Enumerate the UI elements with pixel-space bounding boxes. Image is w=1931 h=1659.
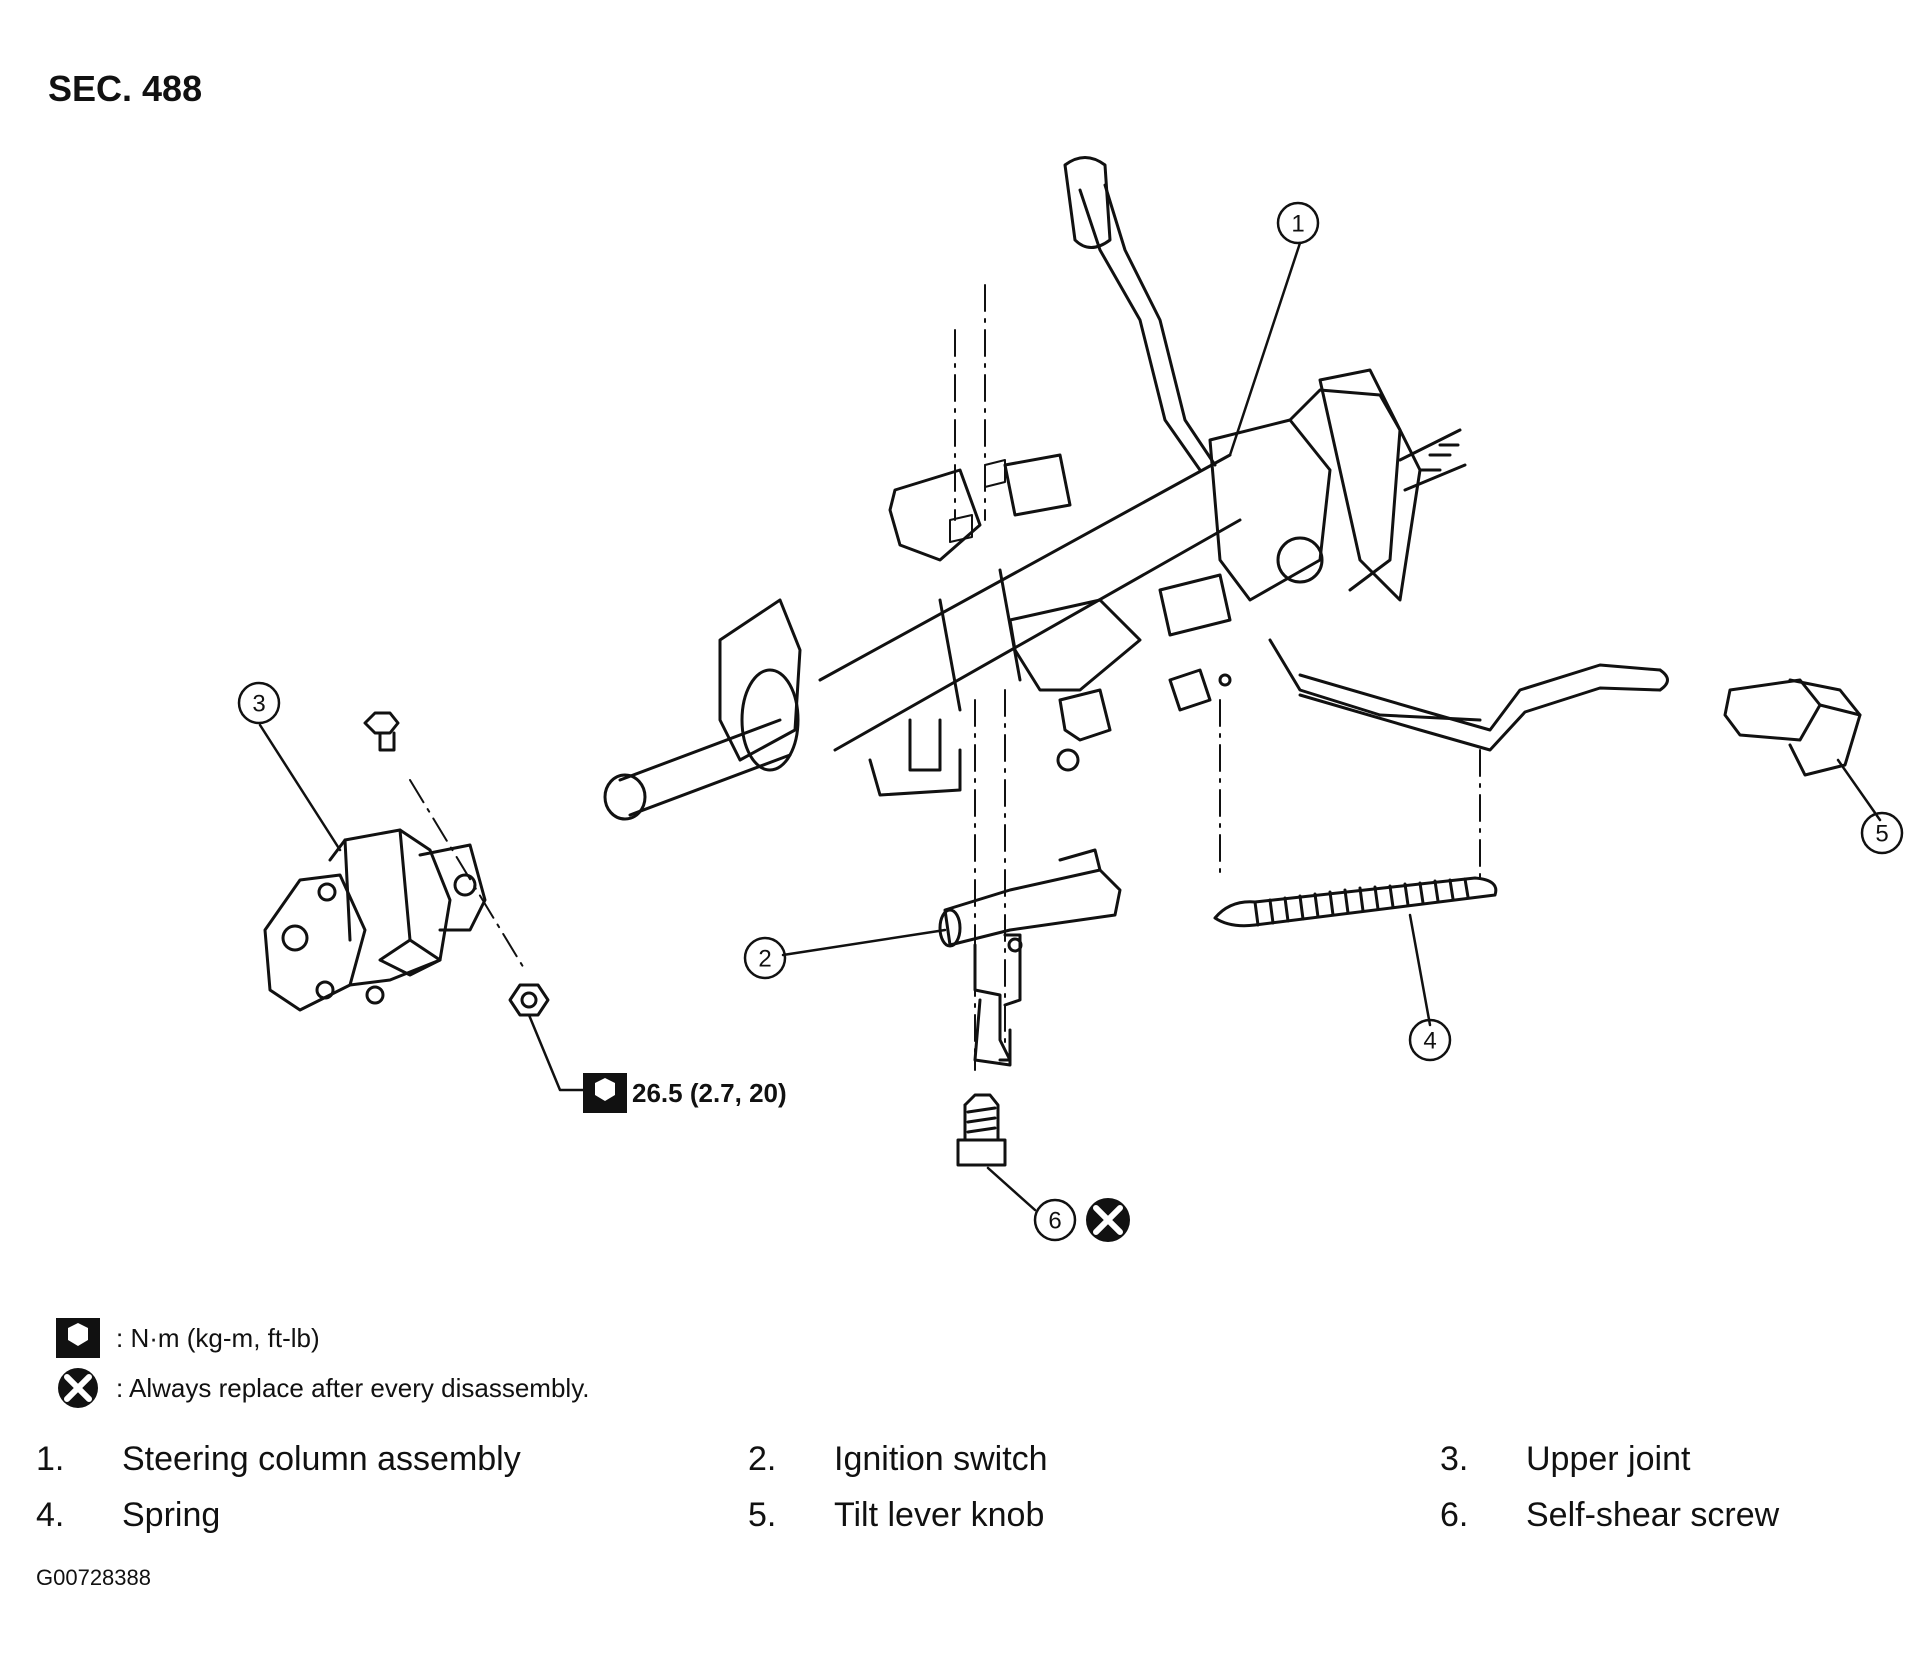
- legend-replace-text: : Always replace after every disassembly…: [116, 1372, 590, 1403]
- part-2: 2. Ignition switch: [748, 1440, 1048, 1479]
- part-2-number: 2.: [748, 1440, 777, 1478]
- part-5-name: Tilt lever knob: [834, 1496, 1045, 1534]
- part-6-name: Self-shear screw: [1526, 1496, 1780, 1534]
- joint-nut: [508, 983, 550, 1017]
- part-3-name: Upper joint: [1526, 1440, 1691, 1478]
- ignition-switch: [938, 848, 1122, 1067]
- part-1-name: Steering column assembly: [122, 1440, 521, 1478]
- part-6-number: 6.: [1440, 1496, 1469, 1534]
- callout-4: [1408, 1018, 1452, 1062]
- part-1: 1. Steering column assembly: [36, 1440, 521, 1479]
- part-4-number: 4.: [36, 1496, 65, 1534]
- self-shear-screw: [956, 1093, 1007, 1167]
- callout-1: [1276, 201, 1320, 245]
- part-5-number: 5.: [748, 1496, 777, 1534]
- callout-2-label: 2: [758, 946, 771, 973]
- part-3: 3. Upper joint: [1440, 1440, 1690, 1479]
- callout-3-label: 3: [252, 691, 265, 718]
- figure-code: G00728388: [36, 1565, 151, 1590]
- part-1-number: 1.: [36, 1440, 65, 1478]
- replace-x-icon: [58, 1368, 98, 1408]
- callout-4-label: 4: [1423, 1028, 1436, 1055]
- legend-torque: : N·m (kg-m, ft-lb): [54, 1316, 320, 1360]
- torque-wrench-icon: [56, 1318, 100, 1358]
- part-4-name: Spring: [122, 1496, 221, 1534]
- callout-5-label: 5: [1875, 821, 1888, 848]
- part-3-number: 3.: [1440, 1440, 1469, 1478]
- legend-torque-text: : N·m (kg-m, ft-lb): [116, 1322, 320, 1353]
- callout-6-label: 6: [1048, 1208, 1061, 1235]
- callouts: [237, 201, 1904, 1242]
- callout-6: [1033, 1198, 1077, 1242]
- torque-wrench-icon: [583, 1073, 627, 1113]
- alignment-lines: [409, 284, 1481, 1071]
- leader-lines: [258, 241, 1882, 1212]
- joint-bolt: [363, 711, 400, 752]
- legend-replace: : Always replace after every disassembly…: [54, 1366, 589, 1410]
- spring: [1213, 876, 1498, 928]
- steering-column-assembly: [603, 156, 1669, 821]
- torque-value: 26.5 (2.7, 20): [632, 1078, 787, 1108]
- part-2-name: Ignition switch: [834, 1440, 1048, 1478]
- callout-2: [743, 936, 787, 980]
- callout-3: [237, 681, 281, 725]
- replace-x-icon: [1086, 1198, 1130, 1242]
- part-5: 5. Tilt lever knob: [748, 1496, 1044, 1535]
- part-4: 4. Spring: [36, 1496, 220, 1535]
- callout-5: [1860, 811, 1904, 855]
- upper-joint: [263, 828, 487, 1012]
- callout-1-label: 1: [1291, 211, 1304, 238]
- section-title: SEC. 488: [48, 68, 203, 109]
- tilt-lever-knob: [1723, 678, 1862, 777]
- part-6: 6. Self-shear screw: [1440, 1496, 1779, 1535]
